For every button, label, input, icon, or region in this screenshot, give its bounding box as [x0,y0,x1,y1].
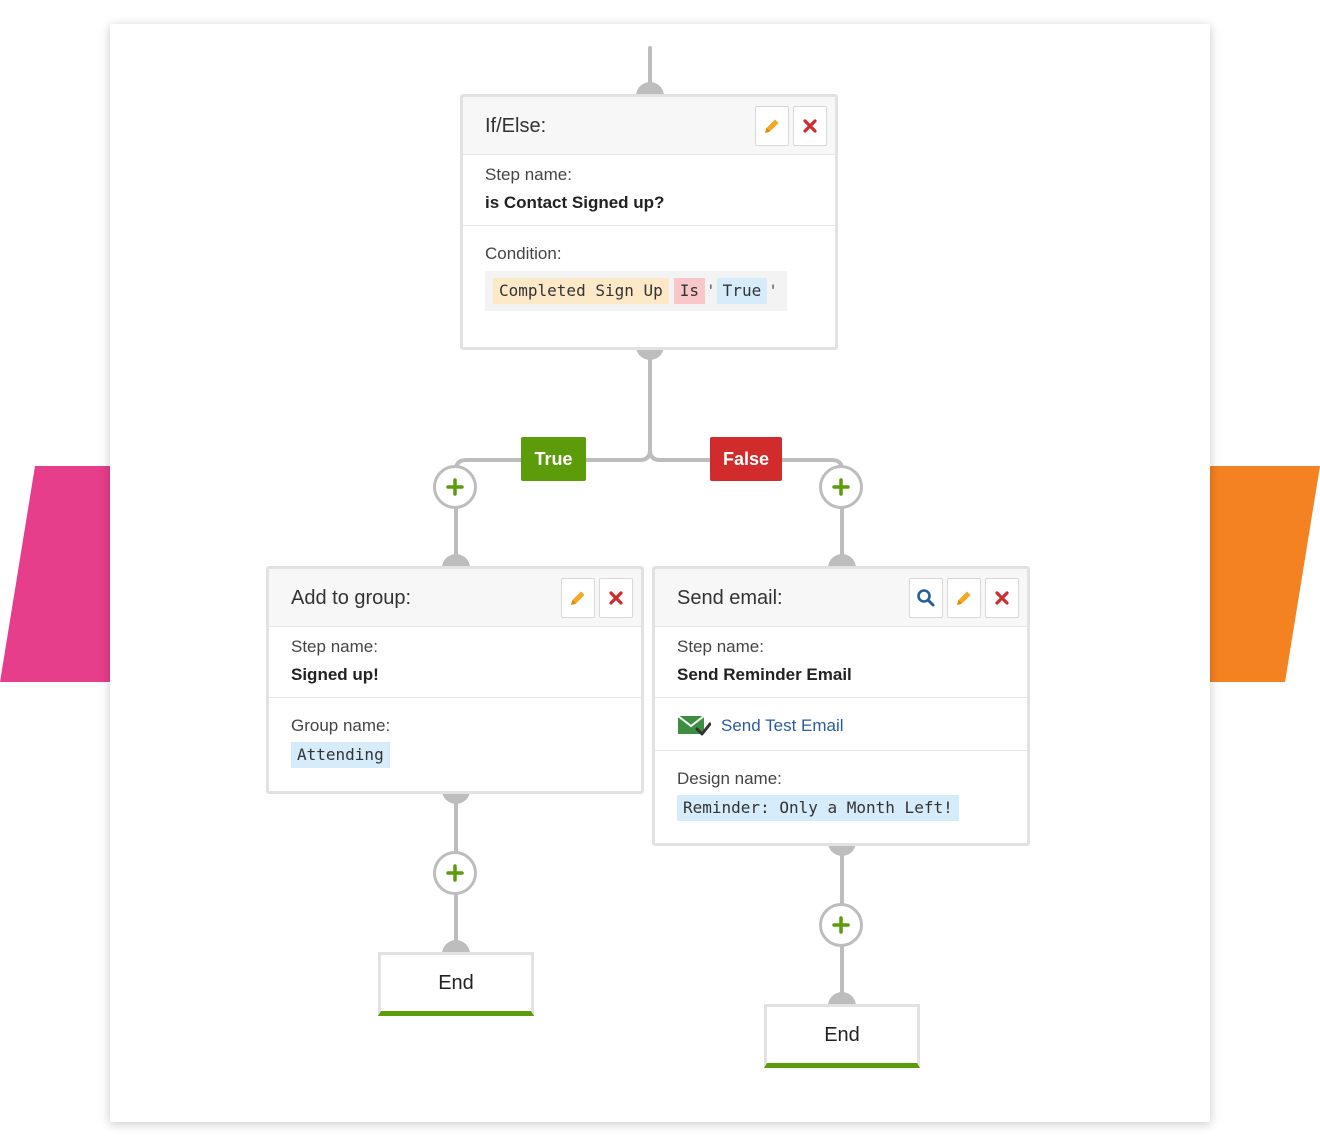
false-branch-label: False [710,437,782,481]
group-name-chip: Attending [291,742,390,768]
edit-button[interactable] [947,578,981,618]
ifelse-step-card: If/Else: Step name: is Contact Signed up… [460,94,838,350]
end-node-false-branch: End [764,1004,920,1068]
send-test-email-row[interactable]: Send Test Email [655,698,1027,751]
true-branch-label: True [521,437,586,481]
add-to-group-step-card: Add to group: Step name: Signed up! [266,566,644,794]
add-step-button-after-email[interactable] [819,903,863,947]
send-email-card-header: Send email: [655,569,1027,627]
envelope-check-icon [677,715,711,736]
step-name-value: Send Reminder Email [677,665,852,684]
add-step-button-true-branch[interactable] [433,465,477,509]
pencil-icon [957,591,971,605]
quote-open: ' [706,281,716,300]
preview-button[interactable] [909,578,943,618]
add-group-step-name-section: Step name: Signed up! [269,627,641,698]
condition-label: Condition: [485,244,562,263]
step-name-value: Signed up! [291,665,379,684]
add-group-card-title: Add to group: [291,587,412,609]
design-name-label: Design name: [677,769,782,788]
delete-button[interactable] [599,578,633,618]
end-label: End [824,1023,860,1046]
delete-button[interactable] [793,106,827,146]
plus-icon [446,478,464,496]
end-node-true-branch: End [378,952,534,1016]
add-group-card-header: Add to group: [269,569,641,627]
send-test-email-link[interactable]: Send Test Email [721,716,844,735]
send-email-step-card: Send email: [652,566,1030,846]
design-name-chip: Reminder: Only a Month Left! [677,795,959,821]
add-step-button-false-branch[interactable] [819,465,863,509]
condition-value-chip: True [716,278,768,304]
send-email-card-title: Send email: [677,587,783,609]
edit-button[interactable] [755,106,789,146]
send-email-step-name-section: Step name: Send Reminder Email [655,627,1027,698]
ifelse-step-name-section: Step name: is Contact Signed up? [463,155,835,226]
pencil-icon [571,591,585,605]
ifelse-card-header: If/Else: [463,97,835,155]
close-icon [803,119,817,133]
ifelse-card-title: If/Else: [485,115,547,137]
close-icon [995,591,1009,605]
step-name-label: Step name: [677,637,764,656]
end-label: End [438,971,474,994]
design-name-section: Design name: Reminder: Only a Month Left… [655,751,1027,831]
close-icon [609,591,623,605]
plus-icon [832,478,850,496]
delete-button[interactable] [985,578,1019,618]
quote-close: ' [768,281,778,300]
step-name-label: Step name: [291,637,378,656]
group-name-section: Group name: Attending [269,698,641,778]
edit-button[interactable] [561,578,595,618]
search-icon [917,589,935,607]
step-name-value: is Contact Signed up? [485,193,665,212]
add-step-button-after-group[interactable] [433,851,477,895]
pencil-icon [765,119,779,133]
group-name-label: Group name: [291,716,391,735]
step-name-label: Step name: [485,165,572,184]
condition-field-chip: Completed Sign Up [493,278,669,304]
plus-icon [832,916,850,934]
condition-operator-chip: Is [673,278,706,304]
plus-icon [446,864,464,882]
